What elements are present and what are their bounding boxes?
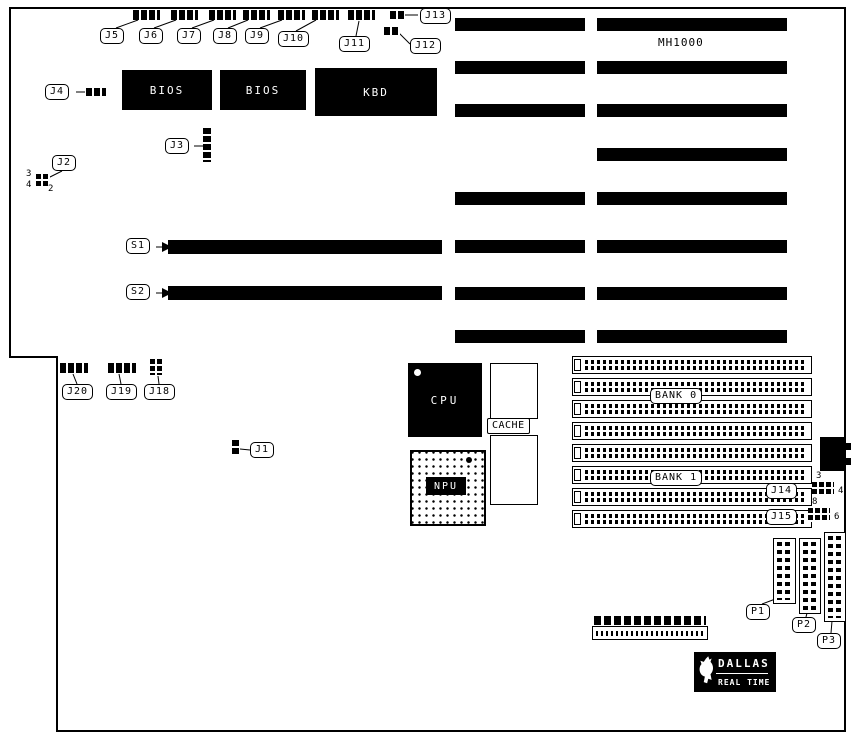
simm-socket <box>572 378 812 396</box>
pin-number-j15-top: 8 <box>812 497 818 507</box>
jumper-label-j20: J20 <box>62 384 94 400</box>
keyboard-connector-tab <box>845 458 851 465</box>
jumper-block-j18 <box>150 359 164 375</box>
connector-p3 <box>824 532 846 622</box>
rtc-chip: DALLAS REAL TIME <box>694 652 776 692</box>
connector-label-p1: P1 <box>746 604 771 620</box>
cache-chip-lower <box>490 435 538 505</box>
rtc-product: REAL TIME <box>718 678 771 687</box>
isa-slot <box>597 287 787 300</box>
jumper-block-j1 <box>232 440 239 456</box>
simm-socket <box>572 488 812 506</box>
isa-slot <box>455 240 585 253</box>
bank1-label: BANK 1 <box>650 470 703 486</box>
pin-number-j2-3: 3 <box>26 169 32 179</box>
jumper-label-j7: J7 <box>177 28 202 44</box>
jumper-label-j10: J10 <box>278 31 310 47</box>
jumper-label-j5: J5 <box>100 28 125 44</box>
jumper-block-j13 <box>390 11 404 19</box>
simm-socket <box>572 510 812 528</box>
jumper-block-j20 <box>60 363 88 373</box>
jumper-label-j1: J1 <box>250 442 275 458</box>
jumper-label-j18: J18 <box>144 384 176 400</box>
jumper-label-j12: J12 <box>410 38 442 54</box>
isa-slot <box>597 330 787 343</box>
isa-slot <box>597 192 787 205</box>
isa-slot <box>455 287 585 300</box>
jumper-label-j15: J15 <box>766 509 798 525</box>
jumper-label-j4: J4 <box>45 84 70 100</box>
jumper-block-j2 <box>36 174 50 187</box>
isa-slot <box>597 104 787 117</box>
simm-socket <box>572 422 812 440</box>
jumper-block-j9 <box>278 10 305 20</box>
isa-slot <box>455 104 585 117</box>
jumper-label-j3: J3 <box>165 138 190 154</box>
isa-slot <box>597 148 787 161</box>
pin-number-j14-top: 3 <box>816 471 822 481</box>
isa-slot <box>597 240 787 253</box>
isa-slot <box>455 330 585 343</box>
cpu-pin1-dot <box>414 369 421 376</box>
keyboard-controller-chip: KBD <box>315 68 437 116</box>
jumper-block-j8 <box>243 10 270 20</box>
isa-slot <box>597 61 787 74</box>
npu-chip: NPU <box>426 477 466 495</box>
jumper-block-j6 <box>171 10 198 20</box>
isa-slot <box>455 18 585 31</box>
slot-label-s2: S2 <box>126 284 151 300</box>
board-model: MH1000 <box>658 36 704 49</box>
jumper-block-j12 <box>384 27 400 35</box>
keyboard-connector <box>820 437 846 471</box>
pin-number-j2-4: 4 <box>26 180 32 190</box>
cache-chip-upper <box>490 363 538 419</box>
isa-slot <box>597 18 787 31</box>
simm-socket <box>572 444 812 462</box>
jumper-label-j9: J9 <box>245 28 270 44</box>
pin-number-j15-right: 6 <box>834 512 840 522</box>
front-panel-header-pins <box>594 616 706 625</box>
slot-label-s1: S1 <box>126 238 151 254</box>
jumper-label-j11: J11 <box>339 36 371 52</box>
jumper-label-j19: J19 <box>106 384 138 400</box>
bank0-label: BANK 0 <box>650 388 703 404</box>
keyboard-connector-tab <box>845 443 851 450</box>
simm-socket <box>572 356 812 374</box>
jumper-block-j7 <box>209 10 236 20</box>
slot-s1 <box>168 240 442 254</box>
jumper-block-j19 <box>108 363 136 373</box>
jumper-block-j10 <box>312 10 339 20</box>
rtc-divider <box>716 673 768 674</box>
bios-chip-2: BIOS <box>220 70 306 110</box>
rtc-brand: DALLAS <box>718 657 770 670</box>
jumper-block-j14 <box>812 482 834 496</box>
jumper-block-j11 <box>348 10 375 20</box>
rooster-logo-icon <box>697 656 715 692</box>
jumper-label-j6: J6 <box>139 28 164 44</box>
jumper-block-j5 <box>133 10 160 20</box>
front-panel-header <box>592 626 708 640</box>
jumper-label-j14: J14 <box>766 483 798 499</box>
cache-label: CACHE <box>487 418 530 434</box>
isa-slot <box>455 61 585 74</box>
jumper-block-j15 <box>808 508 830 522</box>
pin-number-j14-right: 4 <box>838 486 844 496</box>
jumper-label-j2: J2 <box>52 155 77 171</box>
bios-chip-1: BIOS <box>122 70 212 110</box>
jumper-block-j3 <box>203 128 211 162</box>
connector-label-p2: P2 <box>792 617 817 633</box>
connector-label-p3: P3 <box>817 633 842 649</box>
cpu-chip: CPU <box>408 363 482 437</box>
isa-slot <box>455 192 585 205</box>
pin-number-j2-2: 2 <box>48 184 54 194</box>
jumper-block-j4 <box>86 88 106 96</box>
npu-pin1-dot <box>466 457 472 463</box>
connector-p1 <box>773 538 796 604</box>
jumper-label-j8: J8 <box>213 28 238 44</box>
slot-s2 <box>168 286 442 300</box>
jumper-label-j13: J13 <box>420 8 452 24</box>
connector-p2 <box>799 538 821 614</box>
